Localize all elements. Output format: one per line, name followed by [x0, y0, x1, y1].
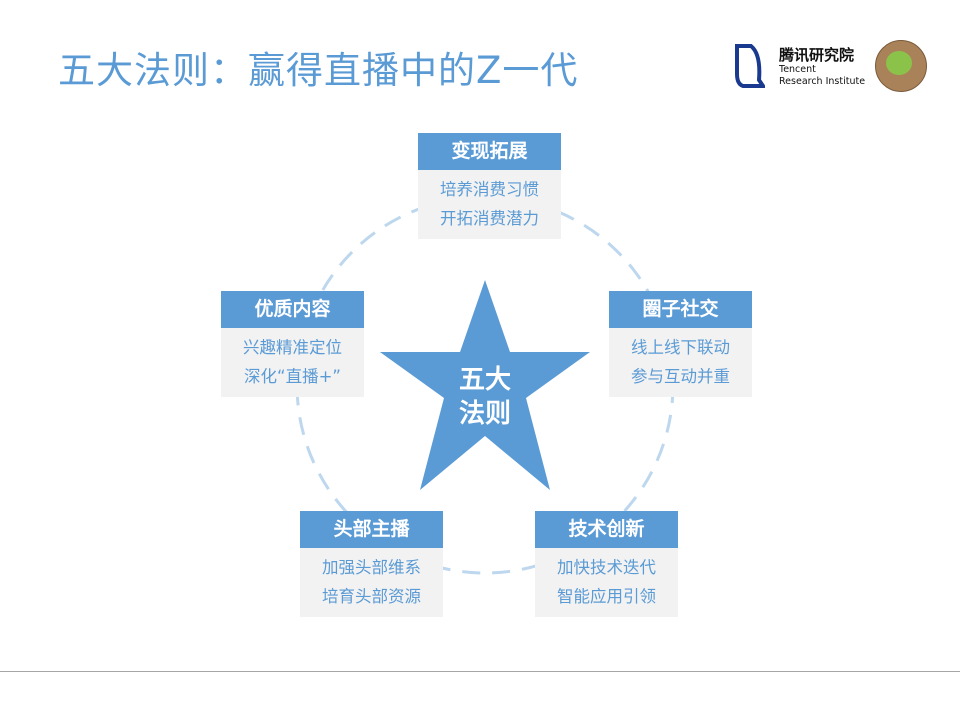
card-line: 兴趣精准定位: [243, 338, 342, 357]
card-line: 参与互动并重: [631, 367, 730, 386]
footer-divider: [0, 671, 960, 672]
card-line: 智能应用引领: [557, 587, 656, 606]
card-social-circle: 圈子社交 线上线下联动参与互动并重: [609, 291, 752, 397]
card-title: 优质内容: [221, 291, 364, 328]
card-top-streamers: 头部主播 加强头部维系培育头部资源: [300, 511, 443, 617]
center-label: 五大法则: [458, 365, 511, 429]
card-title: 圈子社交: [609, 291, 752, 328]
card-line: 线上线下联动: [631, 338, 730, 357]
logo-cn-text: 腾讯研究院: [779, 46, 855, 64]
star-shape: [380, 280, 590, 490]
card-tech-innovation: 技术创新 加快技术迭代智能应用引领: [535, 511, 678, 617]
card-line: 培育头部资源: [322, 587, 421, 606]
tencent-q-logo-icon: [735, 44, 765, 88]
card-quality-content: 优质内容 兴趣精准定位深化“直播+”: [221, 291, 364, 397]
card-monetization: 变现拓展 培养消费习惯开拓消费潜力: [418, 133, 561, 239]
card-title: 变现拓展: [418, 133, 561, 170]
card-title: 技术创新: [535, 511, 678, 548]
card-line: 培养消费习惯: [440, 180, 539, 199]
card-line: 深化“直播+”: [244, 367, 341, 386]
card-line: 加快技术迭代: [557, 558, 656, 577]
card-line: 加强头部维系: [322, 558, 421, 577]
card-line: 开拓消费潜力: [440, 209, 539, 228]
mascot-badge-icon: [875, 40, 927, 92]
slide-title: 五大法则：赢得直播中的Z一代: [58, 49, 579, 92]
card-title: 头部主播: [300, 511, 443, 548]
